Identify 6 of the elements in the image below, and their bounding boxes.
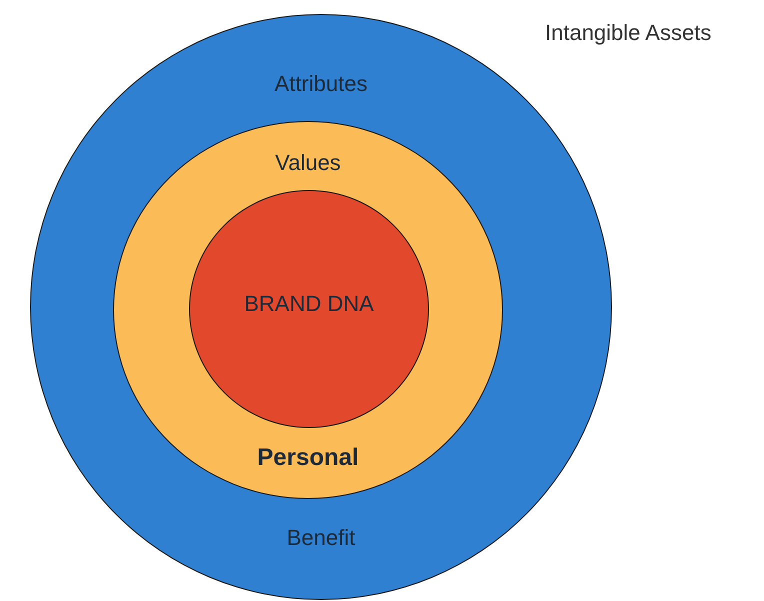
ring-label: Personal xyxy=(257,444,359,472)
ring-label: Benefit xyxy=(286,525,356,551)
ring-label: Values xyxy=(275,150,341,176)
ring-label: Attributes xyxy=(274,71,368,97)
heading-label: Intangible Assets xyxy=(545,20,712,46)
core-label: BRAND DNA xyxy=(244,291,374,317)
